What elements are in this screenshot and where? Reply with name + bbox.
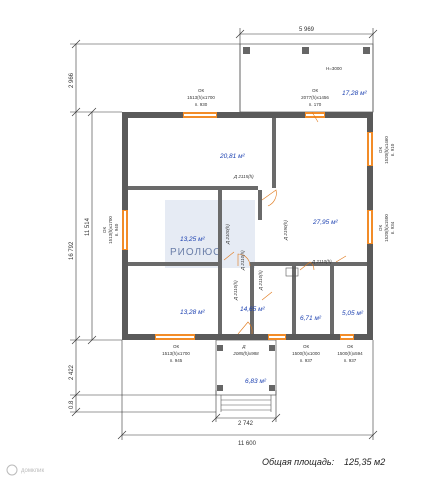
door-swings [223,111,347,335]
window-label: ОК 1500(h)х1000 п. 937 [292,344,320,363]
dim-porch-width: 2 742 [238,421,254,427]
room-area: 13,28 м² [180,309,206,316]
window-label: ОК 1513(h)х1700 п. 945 [162,344,190,363]
room-area: 13,25 м² [180,236,206,243]
svg-text:1520(h)х1460: 1520(h)х1460 [384,136,389,164]
door-label: Д 2100(h) [225,224,230,245]
room-area: 14,65 м² [240,306,266,313]
dim-left-bottom-small: 0.8 [69,400,75,409]
window-label: ОК 2077(h)х1456 п. 170 [301,88,329,107]
svg-text:ОК: ОК [347,344,354,349]
dimension-lines [70,28,378,440]
watermark: РИОЛЮС [165,200,255,268]
terrace [239,43,374,113]
svg-text:п. 945: п. 945 [170,358,183,363]
room-area: 27,95 м² [312,219,339,226]
dim-left-house: 11 514 [85,217,91,236]
door-label: Д 2110(h) [258,270,263,291]
svg-text:п. 940: п. 940 [114,223,119,236]
svg-text:п. 937: п. 937 [300,358,313,363]
door-label: 2085(h)х988 [232,351,259,356]
door-label: Д [241,344,246,349]
dim-top-width: 5 969 [299,27,315,33]
room-area: 6,71 м² [300,315,322,322]
corner-logo: домклик [6,464,45,476]
svg-text:п. 937: п. 937 [344,358,357,363]
door-label: Д 2110(h) [311,259,332,264]
dim-overall-width: 11 600 [238,441,257,447]
svg-text:п. 930: п. 930 [195,102,208,107]
svg-text:1500(h)х1000: 1500(h)х1000 [292,351,320,356]
interior-walls [128,118,367,334]
svg-text:п. 934: п. 934 [390,221,395,234]
window-label: ОК 1520(h)х1500 п. 934 [378,214,395,242]
dim-left-bottom: 2 422 [69,364,75,380]
door-label: Д 2110(h) [240,250,245,271]
dim-left-overall: 16 792 [69,241,75,260]
svg-text:1513(h)х1700: 1513(h)х1700 [108,216,113,244]
svg-text:домклик: домклик [21,468,45,474]
svg-text:ОК: ОК [378,147,383,154]
dim-left-top: 2 966 [69,72,75,88]
window-label: ОК 1500(h)х594 п. 937 [337,344,363,363]
svg-text:1513(h)х1700: 1513(h)х1700 [187,95,215,100]
window-label: ОК 1513(h)х1700 п. 930 [187,88,215,107]
room-area: 17,28 м² [342,90,368,97]
room-area: 5,05 м² [342,310,364,317]
svg-text:ОК: ОК [303,344,310,349]
room-area: 6,83 м² [245,378,267,385]
svg-text:ОК: ОК [198,88,205,93]
door-label: Д 2110(h) [233,280,238,301]
svg-text:ОК: ОК [173,344,180,349]
total-area-label: Общая площадь: [262,457,335,467]
watermark-text: РИОЛЮС [170,247,221,258]
door-label: Д 2115(h) [233,174,254,179]
svg-text:п. 170: п. 170 [309,102,322,107]
door-label: Д 2190(h) [283,220,288,241]
svg-text:ОК: ОК [378,225,383,232]
svg-text:ОК: ОК [102,227,107,234]
porch [215,339,277,412]
svg-text:ОК: ОК [312,88,319,93]
total-area-value: 125,35 м2 [344,457,385,467]
svg-text:п. 910: п. 910 [390,143,395,156]
window-label: ОК 1520(h)х1460 п. 910 [378,136,395,164]
window-label: ОК 1513(h)х1700 п. 940 [102,216,119,244]
svg-text:1500(h)х594: 1500(h)х594 [337,351,363,356]
terrace-height: Н=3000 [326,66,342,71]
svg-text:1520(h)х1500: 1520(h)х1500 [384,214,389,242]
room-area: 20,81 м² [219,153,246,160]
svg-text:1513(h)х1700: 1513(h)х1700 [162,351,190,356]
svg-text:2077(h)х1456: 2077(h)х1456 [301,95,329,100]
